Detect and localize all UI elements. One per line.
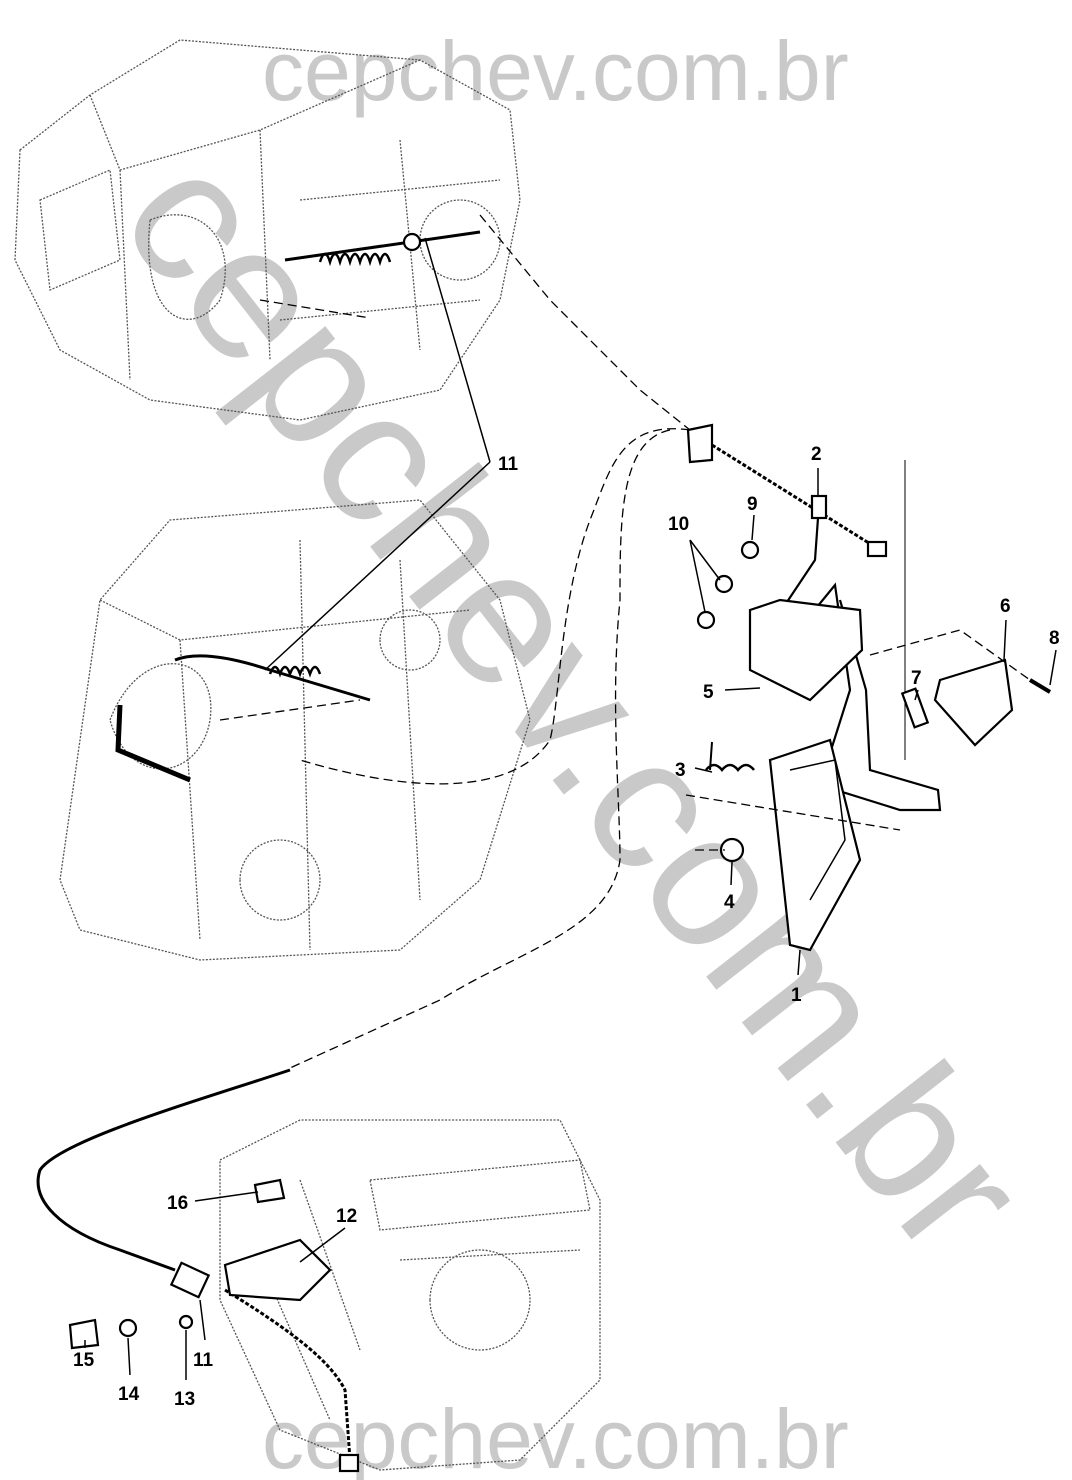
callout-3: 3 bbox=[675, 760, 686, 781]
callout-14: 14 bbox=[118, 1384, 140, 1405]
hose bbox=[115, 704, 191, 783]
routing-line bbox=[289, 429, 671, 1069]
engine-middle-illustration bbox=[59, 499, 531, 961]
leader-lines bbox=[84, 237, 1057, 1380]
callout-8: 8 bbox=[1049, 628, 1060, 649]
callout-4: 4 bbox=[724, 892, 735, 913]
callout-13: 13 bbox=[174, 1389, 195, 1410]
callout-6: 6 bbox=[1000, 596, 1011, 617]
callout-11-top: 11 bbox=[498, 454, 519, 475]
callout-5: 5 bbox=[703, 682, 714, 703]
callout-2: 2 bbox=[811, 444, 822, 465]
watermark-top: cepchev.com.br bbox=[262, 24, 849, 118]
routing-line bbox=[299, 428, 691, 785]
callout-11-bottom: 11 bbox=[193, 1350, 214, 1371]
throttle-cable-top bbox=[284, 230, 481, 267]
callout-16: 16 bbox=[167, 1193, 188, 1214]
pedal-assembly bbox=[685, 423, 1052, 952]
watermark-bottom: cepchev.com.br bbox=[262, 1392, 849, 1480]
callout-15: 15 bbox=[73, 1350, 95, 1371]
callout-10: 10 bbox=[668, 514, 689, 535]
throttle-cable-middle bbox=[174, 654, 371, 702]
callout-9: 9 bbox=[747, 494, 758, 515]
routing-line bbox=[219, 299, 371, 721]
routing-line bbox=[479, 214, 691, 431]
callout-12: 12 bbox=[336, 1206, 357, 1227]
callout-1: 1 bbox=[791, 985, 802, 1006]
throttle-cable-bottom bbox=[36, 1068, 360, 1473]
engine-top-illustration bbox=[14, 39, 521, 421]
callout-7: 7 bbox=[911, 668, 922, 689]
